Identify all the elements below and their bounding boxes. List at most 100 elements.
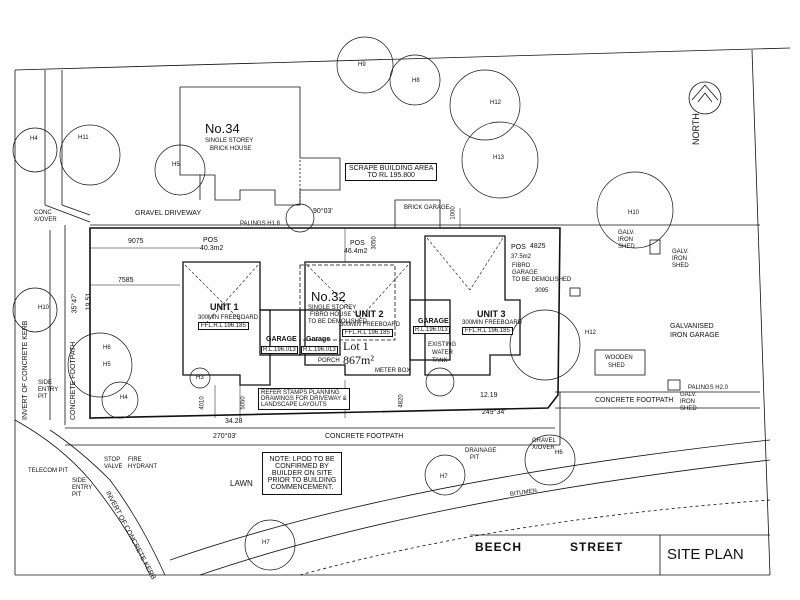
lot-area: 867m² bbox=[343, 353, 374, 367]
conc-xover-line2: X/OVER bbox=[34, 217, 57, 223]
conc-xover-line1: CONC bbox=[34, 210, 52, 216]
concrete-footpath-bottom: CONCRETE FOOTPATH bbox=[325, 433, 404, 440]
side-entry-bottom-1: SIDE bbox=[72, 478, 87, 484]
porch-label: PORCH bbox=[318, 358, 340, 364]
galv-shed-right-1: GALV. bbox=[672, 249, 689, 255]
lpod-line5: COMMENCEMENT. bbox=[270, 484, 334, 491]
fibro-garage-line3: TO BE DEMOLISHED bbox=[512, 277, 572, 283]
tree-label-h5b: H5 bbox=[103, 362, 111, 368]
refer-line2: DRAWINGS FOR DRIVEWAY & bbox=[261, 396, 347, 402]
unit2-freeboard: 300MIN FREEBOARD bbox=[340, 322, 401, 328]
meter-box-label: METER BOX bbox=[375, 368, 411, 374]
scrape-line1: SCRAPE BUILDING AREA bbox=[349, 165, 434, 172]
road-and-boundary-lines bbox=[14, 47, 791, 576]
tree-label-h10a: H10 bbox=[628, 210, 640, 216]
telecom-pit-label: TELECOM PIT bbox=[28, 468, 69, 474]
tree-label-h10b: H10 bbox=[38, 305, 50, 311]
garage3-name: GARAGE bbox=[418, 318, 449, 325]
garage2-name: Garage bbox=[306, 336, 331, 343]
tree-label-h13: H13 bbox=[493, 155, 505, 161]
dim-1219: 12.19 bbox=[480, 392, 498, 399]
tree-label-h4: H4 bbox=[30, 136, 38, 142]
pos1-label: POS bbox=[203, 237, 218, 244]
lot-desc1: SINGLE STOREY bbox=[308, 305, 357, 311]
dimension-lines bbox=[90, 208, 461, 418]
galv-shed-right-3: SHED bbox=[672, 263, 689, 269]
galv-shed-top-1: GALV. bbox=[618, 230, 635, 236]
bearing-270: 270°03' bbox=[213, 433, 237, 440]
tank-line1: EXISTING bbox=[428, 342, 457, 348]
tree-label-h12b: H12 bbox=[585, 330, 597, 336]
house-desc-line1: SINGLE STOREY bbox=[205, 138, 254, 144]
refer-stamps-note: REFER STAMPS PLANNING DRAWINGS FOR DRIVE… bbox=[258, 388, 350, 410]
drainage-pit-2: PIT bbox=[470, 455, 480, 461]
lpod-line1: NOTE: LPOD TO BE bbox=[269, 456, 335, 463]
pos1-area: 40.3m2 bbox=[200, 245, 224, 252]
unit1-freeboard: 300MIN FREEBOARD bbox=[198, 315, 259, 321]
scrape-line2: TO RL 195.800 bbox=[367, 172, 415, 179]
palings-right: PALINGS H2.0 bbox=[688, 385, 728, 391]
roof-lines bbox=[184, 237, 504, 331]
lawn-label: LAWN bbox=[230, 479, 253, 488]
north-arrow bbox=[688, 81, 722, 115]
refer-line1: REFER STAMPS PLANNING bbox=[261, 390, 340, 396]
existing-house-dashed bbox=[299, 264, 396, 341]
stop-valve-2: VALVE bbox=[104, 464, 123, 470]
gravel-xover-2: X/OVER bbox=[532, 445, 555, 451]
tree-label-h6: H6 bbox=[103, 345, 111, 351]
tank-line2: WATER bbox=[432, 350, 453, 356]
trees bbox=[12, 36, 674, 571]
unit2-name: UNIT 2 bbox=[355, 309, 384, 319]
house-34-outline bbox=[179, 86, 341, 206]
galv-shed-top-3: SHED bbox=[618, 244, 635, 250]
unit3-name: UNIT 3 bbox=[477, 309, 506, 319]
lot-number: No.32 bbox=[311, 289, 346, 304]
garage1-name: GARAGE bbox=[266, 336, 297, 343]
tree-label-h8: H8 bbox=[412, 78, 420, 84]
drainage-pit-1: DRAINAGE bbox=[465, 448, 497, 454]
lpod-line4: PRIOR TO BUILDING bbox=[267, 477, 337, 484]
tree-label-h4b: H4 bbox=[120, 395, 128, 401]
tree-label-h7: H7 bbox=[440, 474, 448, 480]
dim-7585: 7585 bbox=[118, 277, 134, 284]
north-label: NORTH bbox=[691, 113, 701, 145]
house-desc-line2: BRICK HOUSE bbox=[210, 146, 252, 152]
tree-label-h11: H11 bbox=[78, 135, 89, 141]
scrape-note: SCRAPE BUILDING AREA TO RL 195.800 bbox=[345, 163, 438, 181]
garage1-rl: R.L.196.013 bbox=[261, 346, 298, 354]
tree-label-h7b: H7 bbox=[262, 540, 270, 546]
side-entry-bottom-3: PIT bbox=[72, 492, 82, 498]
fire-hydrant-1: FIRE bbox=[128, 457, 142, 463]
lot-desc3: TO BE DEMOLISHED bbox=[308, 319, 368, 325]
galv-shed-bottom-3: SHED bbox=[680, 406, 697, 412]
lot-boundary bbox=[89, 227, 561, 419]
dim-4820: 4820 bbox=[398, 394, 405, 408]
dim-3594: 35°47' bbox=[71, 293, 79, 314]
tree-label-h5: H5 bbox=[172, 162, 180, 168]
side-entry-left-3: PIT bbox=[38, 394, 48, 400]
dim-9075: 9075 bbox=[128, 238, 144, 245]
fibro-garage-line2: GARAGE bbox=[512, 270, 538, 276]
dim-3050: 3050 bbox=[371, 236, 378, 250]
brick-garage-outline bbox=[394, 199, 441, 229]
side-entry-left-1: SIDE bbox=[38, 380, 53, 386]
gravel-xover-1: GRAVEL bbox=[532, 438, 556, 444]
unit3-ffl: FFL.R.L 196.185 bbox=[462, 327, 513, 335]
dim-4825: 4825 bbox=[530, 243, 546, 250]
wooden-shed-1: WOODEN bbox=[605, 355, 633, 361]
dim-4010: 4010 bbox=[199, 396, 206, 410]
unit1-name: UNIT 1 bbox=[210, 302, 239, 312]
garage3-rl: R.L.196.013 bbox=[413, 326, 450, 334]
wooden-shed-2: SHED bbox=[608, 363, 625, 369]
tree-label-h6b: H6 bbox=[555, 450, 563, 456]
galv-shed-top-2: IRON bbox=[618, 237, 633, 243]
galv-shed-right-2: IRON bbox=[672, 256, 687, 262]
right-side-sheds bbox=[569, 239, 681, 391]
fire-hydrant-2: HYDRANT bbox=[128, 464, 158, 470]
lpod-line3: BUILDER ON SITE bbox=[271, 470, 333, 477]
pos3-label: POS bbox=[511, 244, 526, 251]
invert-kerb-left: INVERT OF CONCRETE KERB bbox=[22, 320, 29, 420]
unit3-freeboard: 300MIN FREEBOARD bbox=[462, 320, 523, 326]
unit2-ffl: FFL.R.L 196.185 bbox=[342, 329, 393, 337]
concrete-footpath-left: CONCRETE FOOTPATH bbox=[70, 341, 77, 420]
